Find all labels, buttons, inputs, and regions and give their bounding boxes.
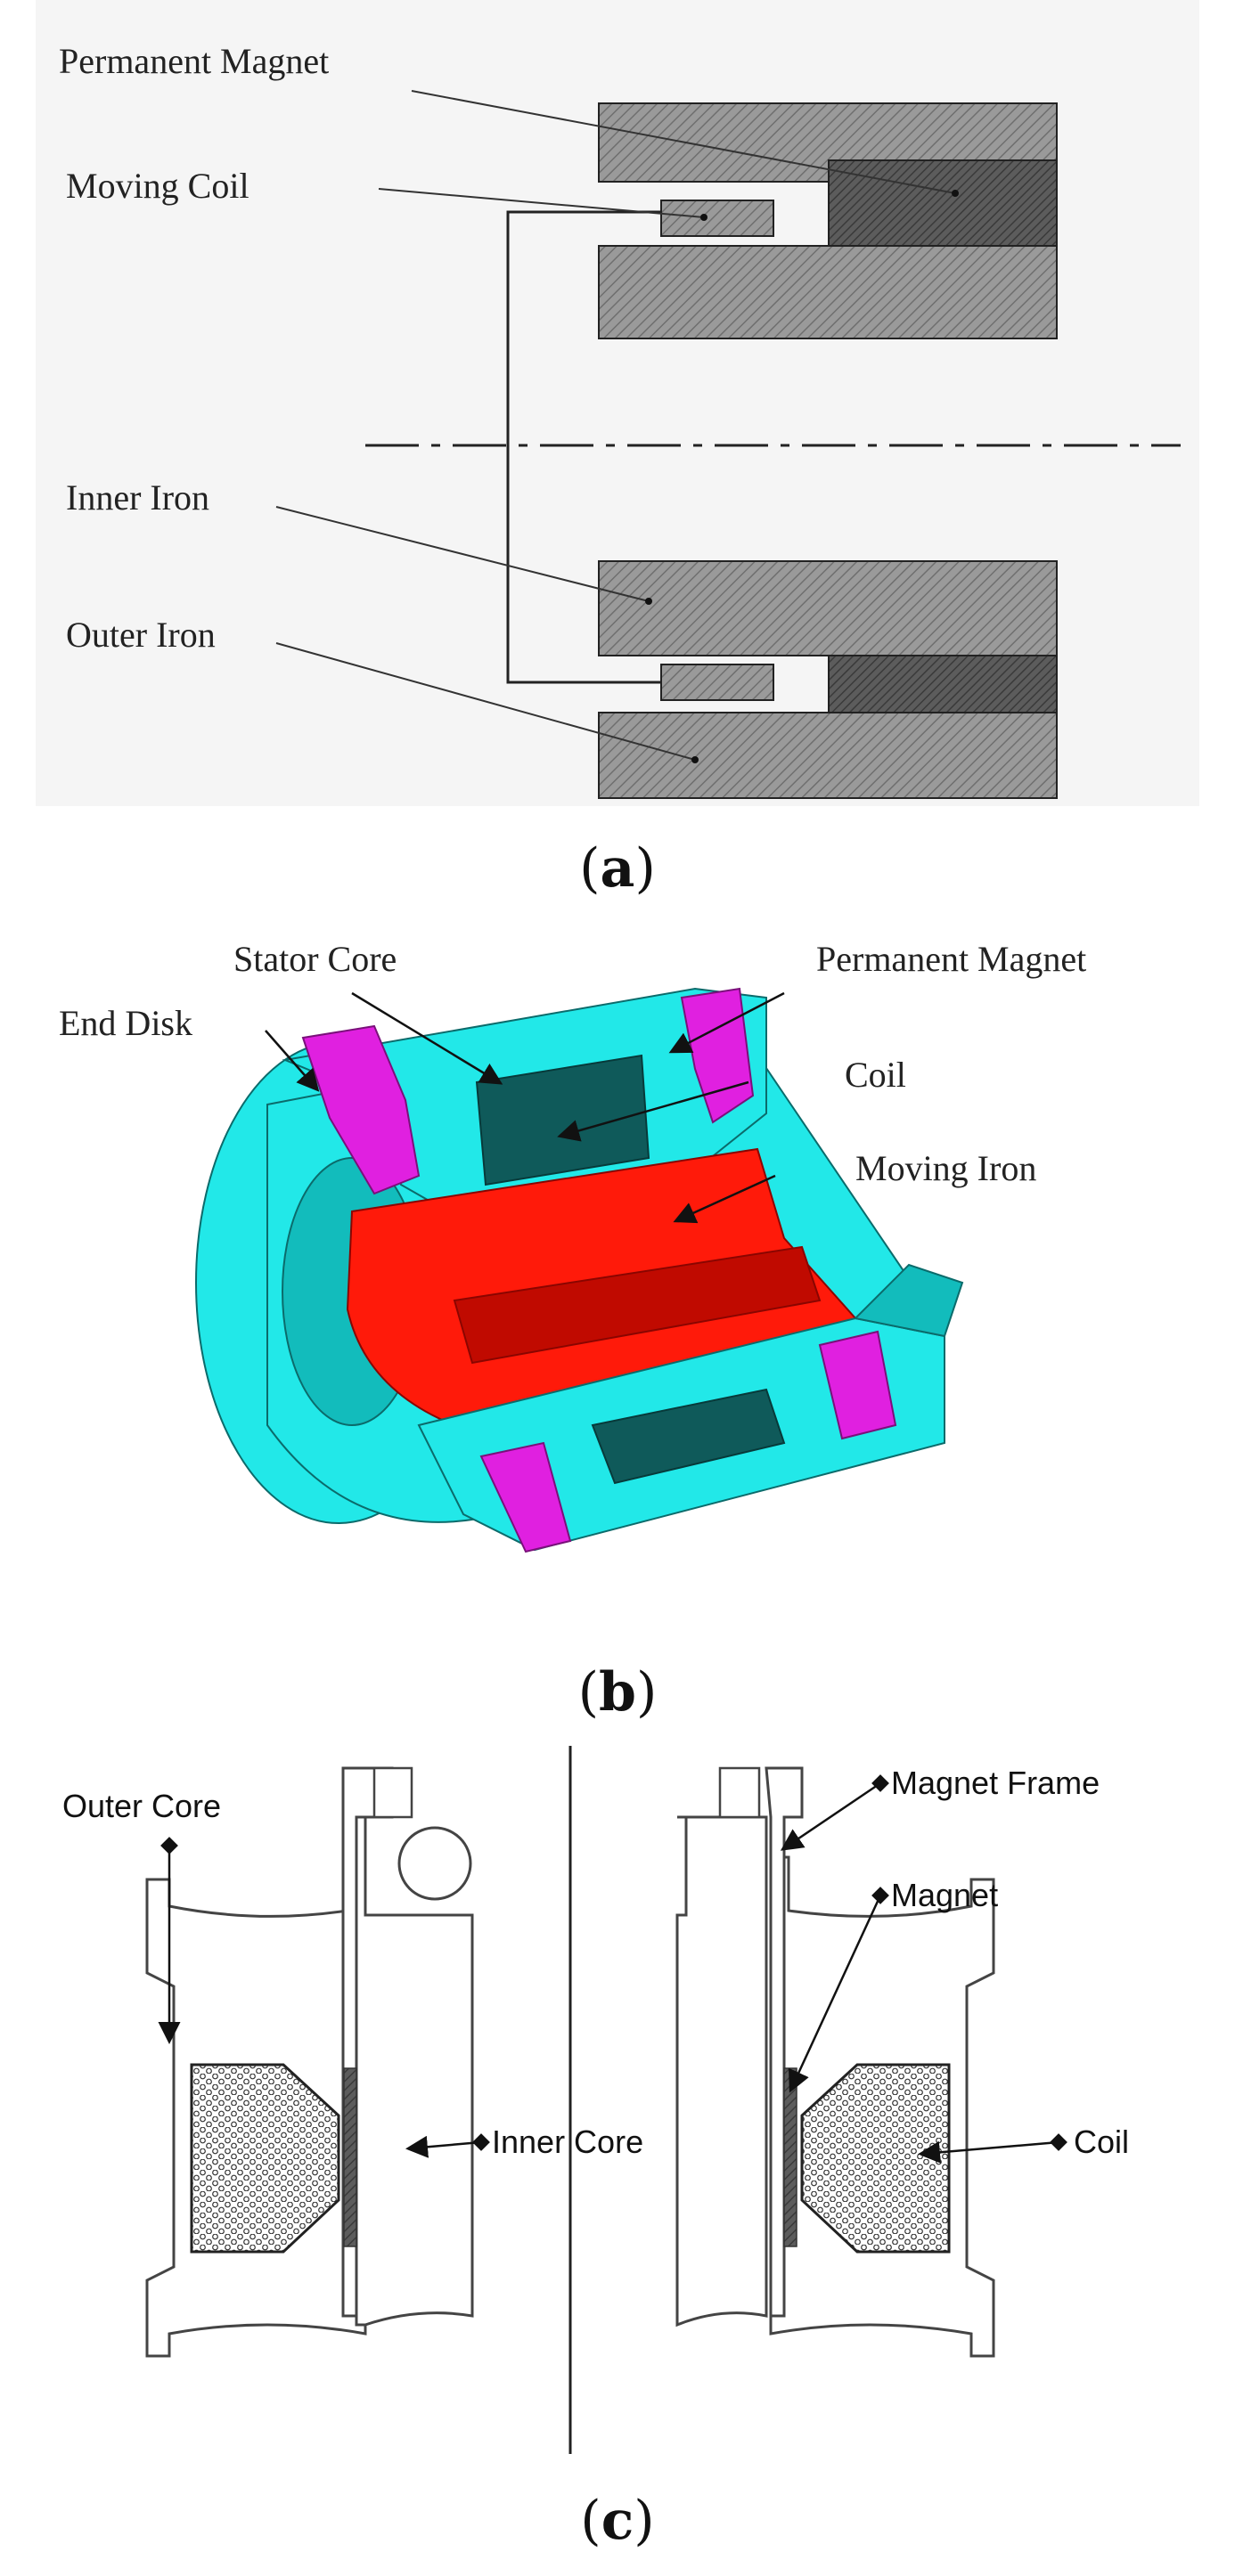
caption-b: (b) (578, 1661, 658, 1724)
leader-moving-coil (378, 188, 705, 218)
caption-c-close: ) (634, 2490, 654, 2552)
label-coil-c: Coil (1074, 2124, 1129, 2160)
leader-inner-iron (275, 506, 650, 602)
caption-a-close: ) (634, 837, 655, 900)
label-permanent-magnet-b: Permanent Magnet (816, 939, 1086, 979)
magnet-right (783, 2067, 797, 2247)
inner-iron-upper (598, 245, 1058, 339)
leader-diamond-coil-c (1050, 2133, 1067, 2151)
moving-coil-lower (660, 664, 774, 701)
leader-coil-c (918, 2140, 1059, 2164)
leader-diamond-outer-core (160, 1837, 178, 1855)
caption-c-open: ( (580, 2490, 601, 2552)
inner-iron-lower (598, 560, 1058, 656)
stator-end-right (853, 1263, 964, 1338)
magnet-frame-left-tab (372, 1766, 413, 1819)
caption-c: (c) (580, 2490, 654, 2552)
magnet-left (343, 2067, 357, 2247)
coil-left (190, 2063, 340, 2254)
label-magnet: Magnet (891, 1877, 998, 1913)
panel-b: Stator Core Permanent Magnet End Disk Co… (59, 939, 1086, 1724)
leader-diamond-magnet-frame (871, 1774, 889, 1792)
label-permanent-magnet-a: Permanent Magnet (59, 41, 329, 81)
inner-core-right (675, 1815, 768, 2327)
caption-b-open: ( (578, 1661, 599, 1724)
inner-core-left-hole (397, 1826, 472, 1901)
label-inner-iron: Inner Iron (66, 477, 209, 518)
magnet-frame-right-tab (718, 1766, 761, 1819)
moving-coil-upper (660, 200, 774, 237)
caption-b-letter: b (599, 1661, 636, 1724)
caption-a: (a) (579, 837, 656, 900)
leader-coil-b (557, 1080, 749, 1142)
caption-b-close: ) (636, 1661, 657, 1724)
leader-magnet (789, 1895, 882, 2093)
magnet-frame-right (765, 1766, 804, 2318)
label-outer-core: Outer Core (62, 1788, 221, 1824)
inner-core-left (355, 1815, 474, 2327)
label-inner-core: Inner Core (492, 2124, 643, 2160)
panel-a: Permanent Magnet Moving Coil Inner Iron … (36, 0, 1199, 900)
magnet-ring-upper-right (680, 987, 755, 1124)
moving-iron-inner (453, 1245, 822, 1365)
panel-c: Outer Core Magnet Frame Magnet Inner Cor… (62, 1746, 1129, 2552)
label-stator-core: Stator Core (233, 939, 397, 979)
label-moving-coil: Moving Coil (66, 166, 249, 206)
caption-a-open: ( (579, 837, 600, 900)
leader-dot-inner-iron (645, 598, 652, 605)
label-magnet-frame: Magnet Frame (891, 1765, 1100, 1801)
leader-permanent-magnet-b (668, 991, 785, 1054)
magnet-ring-lower-left (479, 1441, 572, 1553)
permanent-magnet-upper (828, 159, 1058, 247)
magnet-ring-upper-left (301, 1024, 421, 1195)
leader-moving-iron (673, 1174, 776, 1224)
caption-c-letter: c (601, 2490, 634, 2552)
label-coil-b: Coil (845, 1055, 906, 1095)
coil-frame-line (506, 210, 661, 684)
leader-magnet-frame (780, 1781, 881, 1851)
magnet-ring-lower-right (818, 1330, 897, 1440)
leader-diamond-magnet (871, 1887, 889, 1904)
leader-diamond-inner-core (472, 2133, 490, 2151)
coil-lower (591, 1388, 786, 1485)
label-outer-iron: Outer Iron (66, 615, 216, 655)
leader-permanent-magnet (411, 90, 956, 194)
leader-end-disk (265, 1030, 320, 1092)
caption-a-letter: a (601, 837, 635, 900)
label-end-disk: End Disk (59, 1003, 192, 1043)
coil-right (800, 2063, 951, 2254)
label-moving-iron: Moving Iron (855, 1148, 1036, 1188)
outer-iron-lower (598, 712, 1058, 799)
leader-dot-permanent-magnet (952, 190, 959, 197)
leader-inner-core (405, 2135, 482, 2158)
leader-dot-outer-iron (691, 756, 699, 763)
leader-outer-iron (275, 642, 696, 761)
leader-dot-moving-coil (700, 214, 707, 221)
leader-stator-core (351, 991, 503, 1085)
